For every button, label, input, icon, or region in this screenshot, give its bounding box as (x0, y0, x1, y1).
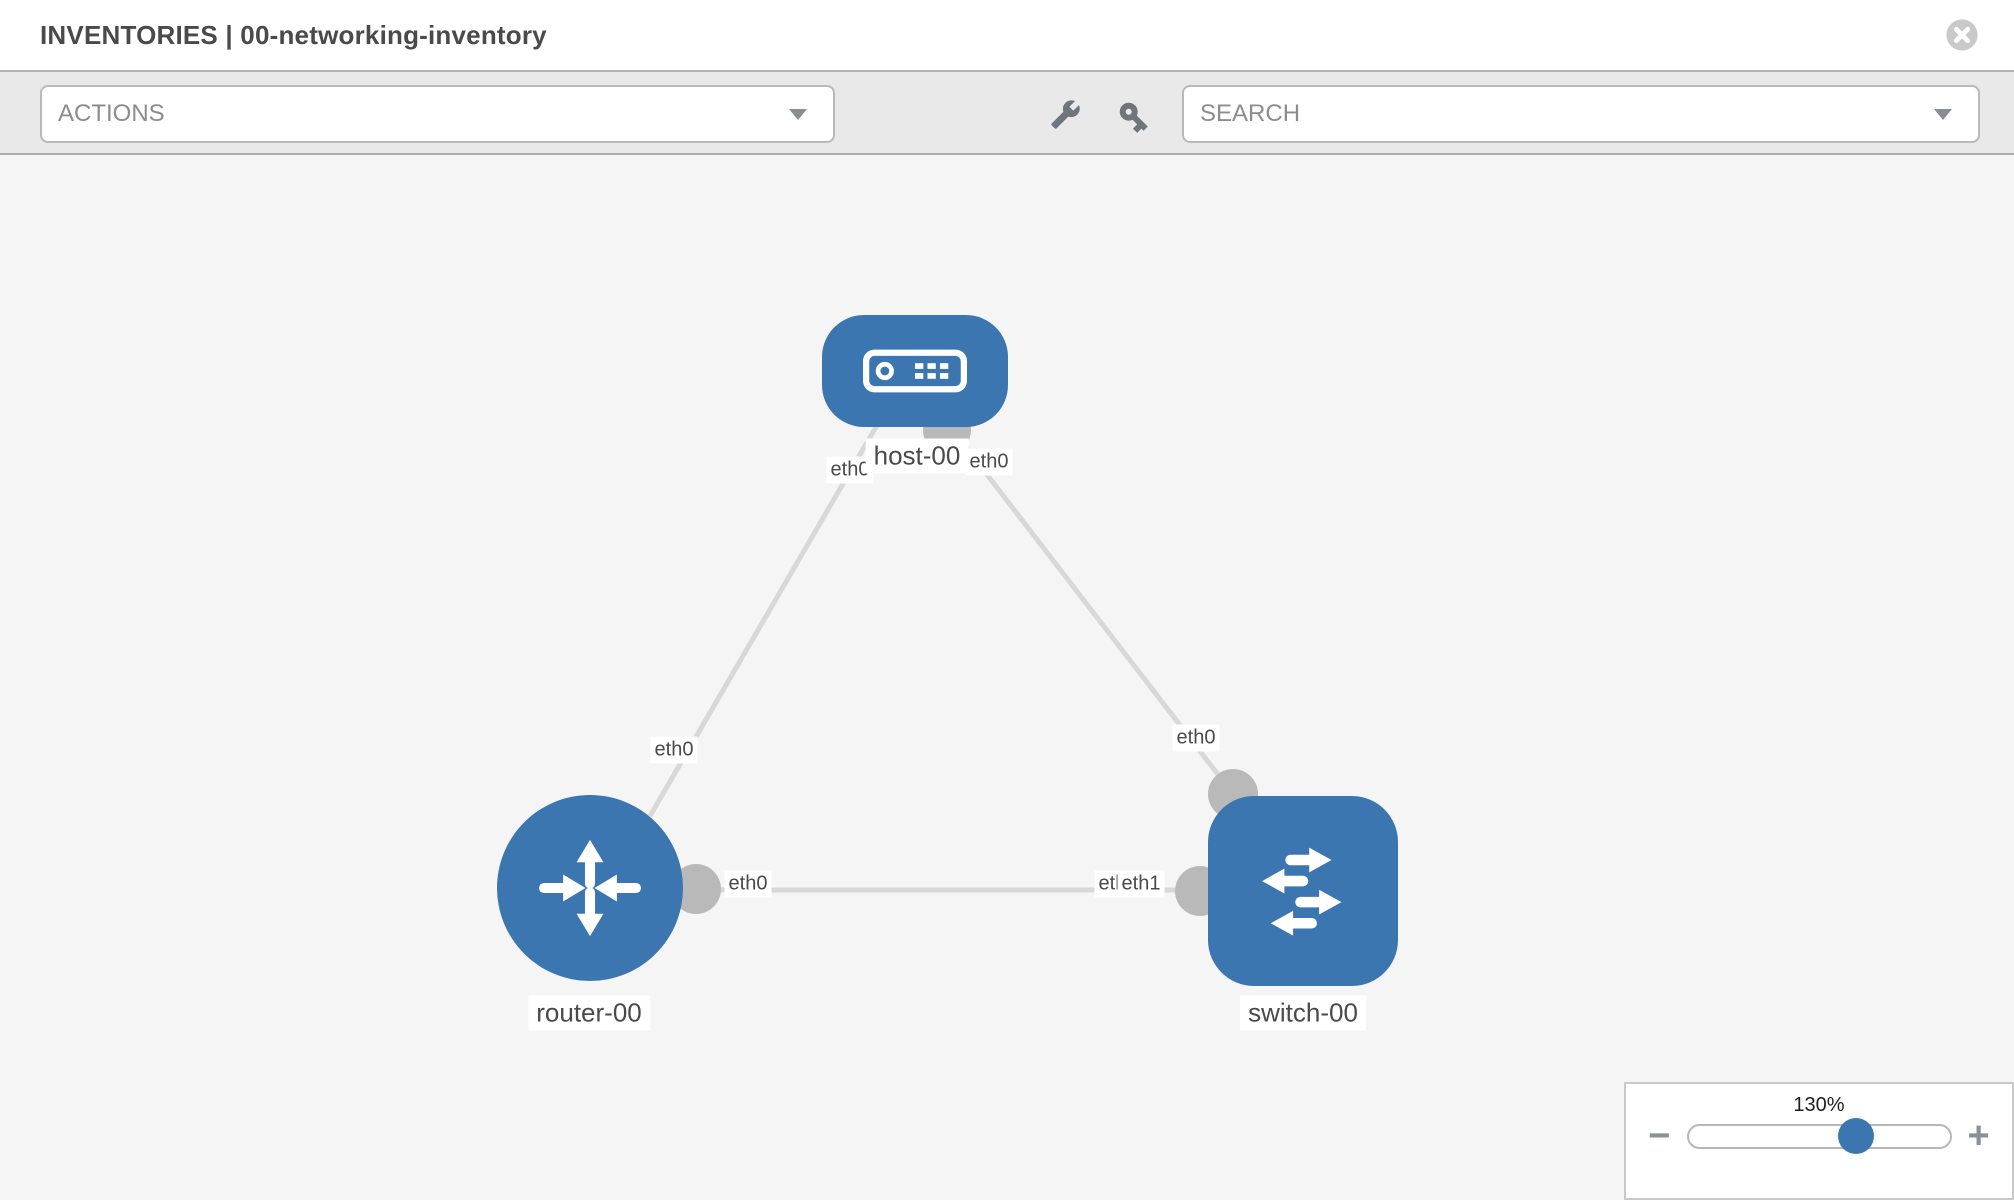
toolbar: ACTIONS SEARCH (0, 72, 2014, 155)
zoom-slider-row: − + (1626, 1115, 2012, 1157)
zoom-slider[interactable] (1686, 1118, 1952, 1154)
key-icon (1119, 102, 1148, 133)
wrench-button[interactable] (1050, 99, 1081, 130)
zoom-panel: 130% − + (1624, 1082, 2014, 1200)
interface-connector (671, 864, 721, 914)
wrench-icon (1051, 100, 1080, 129)
key-button[interactable] (1116, 99, 1152, 135)
zoom-level: 130% (1793, 1094, 1845, 1116)
topology-svg (497, 315, 1398, 986)
link-host-00_router-00[interactable] (647, 418, 883, 818)
zoom-out-button[interactable]: − (1648, 1115, 1671, 1157)
chevron-down-icon (789, 108, 807, 120)
chevron-down-icon (1934, 108, 1952, 120)
link-host-00_switch-00[interactable] (946, 422, 1235, 796)
zoom-slider-thumb[interactable] (1837, 1118, 1874, 1154)
zoom-in-button[interactable]: + (1967, 1115, 1990, 1157)
search-dropdown[interactable]: SEARCH (1182, 85, 1980, 143)
close-button[interactable] (1945, 18, 1979, 52)
actions-dropdown[interactable]: ACTIONS (40, 85, 835, 143)
close-icon (1946, 19, 1978, 51)
page-title: INVENTORIES | 00-networking-inventory (40, 20, 547, 50)
node-switch-00[interactable] (1208, 796, 1398, 986)
node-host-00[interactable] (822, 315, 1008, 427)
actions-dropdown-label: ACTIONS (58, 100, 165, 127)
search-dropdown-label: SEARCH (1200, 100, 1301, 127)
node-router-00[interactable] (497, 795, 683, 981)
header: INVENTORIES | 00-networking-inventory (0, 0, 2014, 72)
